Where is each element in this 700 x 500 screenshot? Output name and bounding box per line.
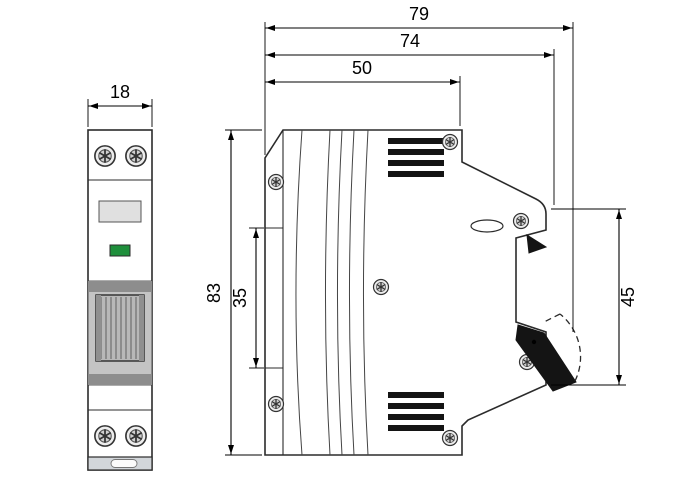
dim-overall-depth: 79 [264, 4, 574, 332]
dimensions: 18 79 74 50 [87, 4, 638, 456]
side-body-outline [264, 129, 547, 456]
side-screw-front-bottom-icon [441, 429, 459, 447]
dim-label-45: 45 [618, 287, 638, 307]
side-screw-back-top-icon [267, 173, 285, 191]
dim-label-35: 35 [230, 288, 250, 308]
side-view [264, 129, 582, 456]
lever-travel-chord [543, 313, 561, 323]
front-toggle-area [87, 280, 153, 386]
toggle-shade-right [139, 295, 144, 361]
front-bottom-left-screw-icon [93, 424, 117, 448]
dim-body-depth: 74 [265, 31, 555, 205]
side-contour-lines [295, 129, 369, 456]
dim-label-50: 50 [352, 58, 372, 78]
toggle-band-top [88, 281, 152, 292]
front-cap-slot [110, 459, 138, 468]
lever-travel-arc [559, 313, 582, 382]
side-screw-latch-top-icon [512, 212, 530, 230]
side-screw-center-icon [372, 278, 390, 296]
latch-pawl [526, 234, 548, 254]
toggle-shade-left [96, 295, 101, 361]
vent-slots-top [388, 138, 444, 177]
front-top-left-screw-icon [93, 144, 117, 168]
dim-module-width: 18 [87, 82, 153, 127]
dim-overall-height: 83 [204, 129, 262, 456]
dim-label-83: 83 [204, 283, 224, 303]
lever-pivot-dot [531, 339, 537, 345]
side-screw-front-top-icon [441, 133, 459, 151]
front-label-window [98, 200, 142, 223]
front-top-right-screw-icon [124, 144, 148, 168]
front-status-indicator [109, 244, 131, 257]
toggle-band-bottom [88, 374, 152, 385]
dim-upper-depth: 50 [265, 58, 461, 126]
front-face-slot [470, 219, 504, 233]
dim-label-18: 18 [110, 82, 130, 102]
toggle-lever [515, 324, 577, 392]
dim-label-79: 79 [409, 4, 429, 24]
vent-slots-bottom [388, 392, 444, 431]
front-bottom-right-screw-icon [124, 424, 148, 448]
front-view [87, 129, 153, 471]
dim-front-height: 45 [551, 208, 638, 386]
side-screw-back-bottom-icon [267, 395, 285, 413]
dim-label-74: 74 [400, 31, 420, 51]
dim-din-recess: 35 [230, 227, 264, 369]
